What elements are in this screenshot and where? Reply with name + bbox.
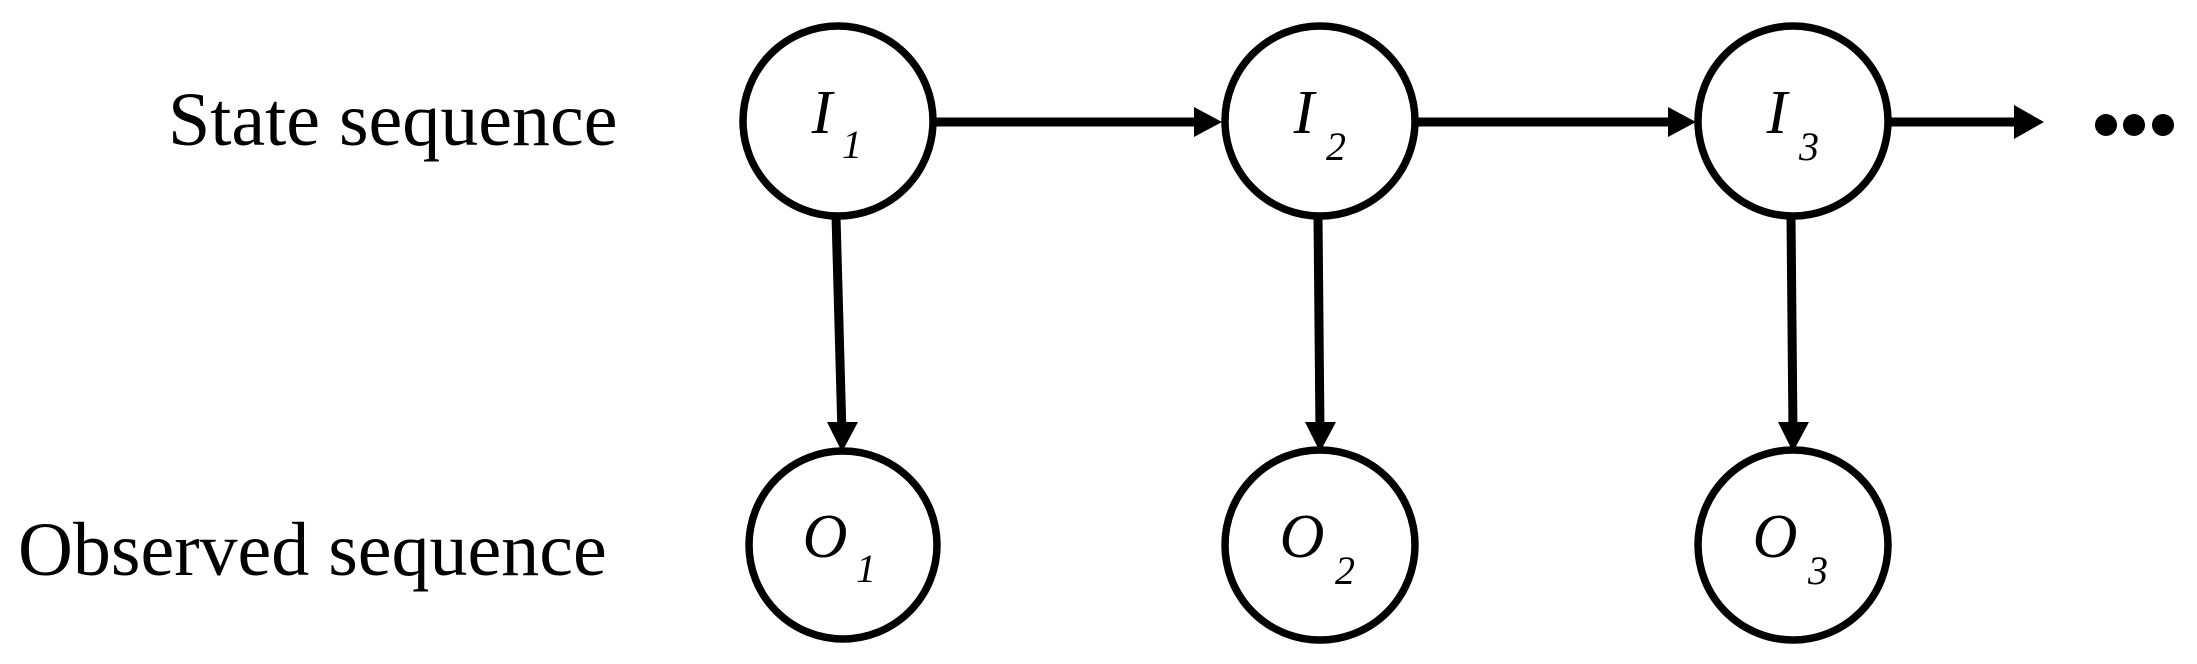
edge-I1-O1-arrowhead xyxy=(827,422,858,452)
edge-I1-O1-line xyxy=(831,215,847,435)
node-I2-base-label: I xyxy=(1293,79,1318,147)
edge-I3-continuation xyxy=(1888,105,2044,139)
node-I3-subscript-label: 3 xyxy=(1798,124,1819,169)
node-O2-base-label: O xyxy=(1280,503,1325,571)
sequence-continues-ellipsis-icon xyxy=(2095,114,2174,136)
state-sequence-label: State sequence xyxy=(168,78,617,162)
edge-I2-O2 xyxy=(1305,215,1336,452)
node-I3-base-label: I xyxy=(1766,79,1791,147)
edge-I2-I3-arrowhead xyxy=(1668,107,1696,137)
ellipsis-dot-3 xyxy=(2152,114,2174,136)
observed-sequence-label: Observed sequence xyxy=(18,508,607,592)
node-O1-subscript-label: 1 xyxy=(856,546,876,591)
node-I2[interactable]: I 2 xyxy=(1221,22,1419,220)
node-I2-subscript-label: 2 xyxy=(1326,124,1346,169)
ellipsis-dot-2 xyxy=(2123,114,2145,136)
edge-I1-O1 xyxy=(827,215,858,452)
node-I1[interactable]: I 1 xyxy=(739,22,937,220)
node-O1[interactable]: O 1 xyxy=(745,447,941,643)
edge-I1-I2-arrowhead xyxy=(1194,107,1222,137)
node-O2-circle[interactable] xyxy=(1221,446,1419,644)
edge-I2-I3 xyxy=(1415,107,1696,137)
edge-I2-O2-line xyxy=(1313,215,1325,435)
node-I1-circle[interactable] xyxy=(739,22,937,220)
edge-I3-O3-arrowhead xyxy=(1778,422,1809,452)
node-O3-subscript-label: 3 xyxy=(1807,548,1828,593)
node-I1-base-label: I xyxy=(811,79,836,147)
node-I1-subscript-label: 1 xyxy=(842,122,862,167)
node-I3-circle[interactable] xyxy=(1694,22,1892,220)
ellipsis-dot-1 xyxy=(2095,114,2117,136)
edge-I3-O3 xyxy=(1778,215,1809,452)
node-O1-base-label: O xyxy=(803,503,848,571)
edge-I1-I2 xyxy=(933,107,1222,137)
node-O2[interactable]: O 2 xyxy=(1221,446,1419,644)
node-O3[interactable]: O 3 xyxy=(1694,446,1892,644)
node-I2-circle[interactable] xyxy=(1221,22,1419,220)
node-O1-circle[interactable] xyxy=(745,447,941,643)
edge-I3-continuation-arrowhead xyxy=(2014,105,2044,139)
node-O3-circle[interactable] xyxy=(1694,446,1892,644)
edge-I2-O2-arrowhead xyxy=(1305,422,1336,452)
edge-I3-O3-line xyxy=(1786,215,1798,435)
node-I3[interactable]: I 3 xyxy=(1694,22,1892,220)
node-O2-subscript-label: 2 xyxy=(1335,548,1355,593)
node-O3-base-label: O xyxy=(1753,503,1798,571)
